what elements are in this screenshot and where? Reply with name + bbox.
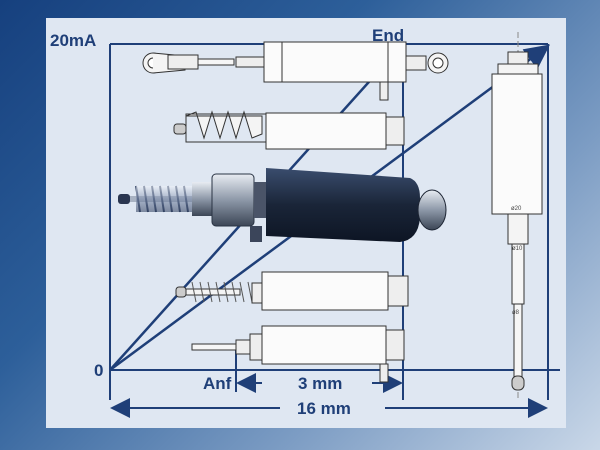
sensor-vertical: [491, 32, 543, 400]
label-3mm: 3 mm: [298, 374, 343, 393]
label-anf: Anf: [203, 374, 232, 393]
label-20ma: 20mA: [50, 31, 97, 50]
label-d20: ø20: [511, 206, 522, 212]
sensor-bellows: [173, 110, 405, 150]
sensor-featured: [118, 168, 447, 242]
sensor-cable: [191, 325, 405, 383]
label-end: End: [372, 26, 405, 45]
label-zero: 0: [94, 361, 104, 380]
sensor-spring-tip: [175, 271, 409, 311]
label-d10: ø10: [512, 246, 523, 252]
label-16mm: 16 mm: [297, 399, 351, 418]
label-d8: ø8: [512, 310, 520, 316]
frame-lines: [109, 43, 560, 418]
sensor-rod-end: [142, 41, 449, 101]
